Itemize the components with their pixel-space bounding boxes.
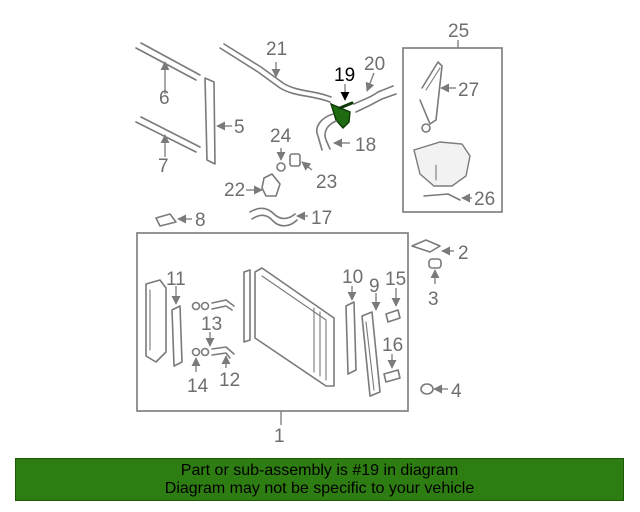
part-14-orings (191, 347, 210, 372)
callout-9: 9 (369, 276, 380, 297)
callout-4: 4 (451, 381, 462, 402)
callout-8: 8 (195, 210, 206, 231)
part-7-seal (135, 116, 201, 157)
callout-1: 1 (274, 426, 285, 447)
part-16-fitting (383, 354, 401, 383)
banner-line-1: Part or sub-assembly is #19 in diagram (180, 461, 459, 479)
callout-16: 16 (382, 335, 403, 356)
callout-20: 20 (364, 54, 385, 75)
part-18-hose (316, 113, 350, 151)
part-8-mount (155, 213, 192, 227)
part-19-fitting (329, 84, 354, 130)
part-2-bracket (411, 239, 454, 256)
callout-7: 7 (158, 156, 169, 177)
part-15-fitting (385, 288, 401, 323)
info-banner: Part or sub-assembly is #19 in diagram D… (15, 458, 624, 501)
part-3-grommet (428, 258, 442, 284)
part-12-pipe (211, 346, 235, 368)
callout-17: 17 (311, 208, 332, 229)
part-9-tank (361, 293, 381, 397)
part-11-tank (145, 279, 183, 367)
callout-6: 6 (159, 88, 170, 109)
part-23-sensor (289, 153, 313, 171)
group-25-box (402, 40, 503, 213)
callout-14: 14 (187, 376, 209, 397)
part-13-orings (191, 299, 235, 347)
callout-3: 3 (428, 289, 439, 310)
callout-10: 10 (342, 267, 363, 288)
part-5-bracket (204, 77, 232, 165)
parts-diagram: 6 7 5 21 19 20 18 24 (135, 21, 503, 447)
callout-27: 27 (458, 80, 479, 101)
part-10-bracket (345, 286, 357, 375)
callout-24: 24 (270, 126, 292, 147)
callout-18: 18 (355, 135, 376, 156)
callout-23: 23 (316, 172, 337, 193)
callout-11: 11 (166, 269, 186, 290)
callout-19: 19 (334, 65, 355, 86)
callout-12: 12 (219, 370, 240, 391)
part-24-clip (276, 148, 286, 172)
radiator-core (243, 267, 335, 387)
banner-line-2: Diagram may not be specific to your vehi… (164, 479, 475, 497)
radiator-assembly-box (136, 232, 409, 425)
part-20-hose (353, 72, 397, 113)
part-6-seal (135, 42, 201, 94)
callout-22: 22 (224, 180, 245, 201)
part-17-hose (249, 207, 308, 227)
part-22-housing (246, 173, 281, 197)
callout-25: 25 (448, 21, 469, 42)
callout-15: 15 (385, 269, 406, 290)
callout-13: 13 (201, 314, 222, 335)
callout-5: 5 (234, 117, 245, 138)
callout-21: 21 (266, 39, 287, 60)
part-21-hose (219, 43, 332, 103)
part-4-grommet (420, 383, 448, 395)
callout-2: 2 (458, 243, 469, 264)
callout-26: 26 (474, 189, 495, 210)
